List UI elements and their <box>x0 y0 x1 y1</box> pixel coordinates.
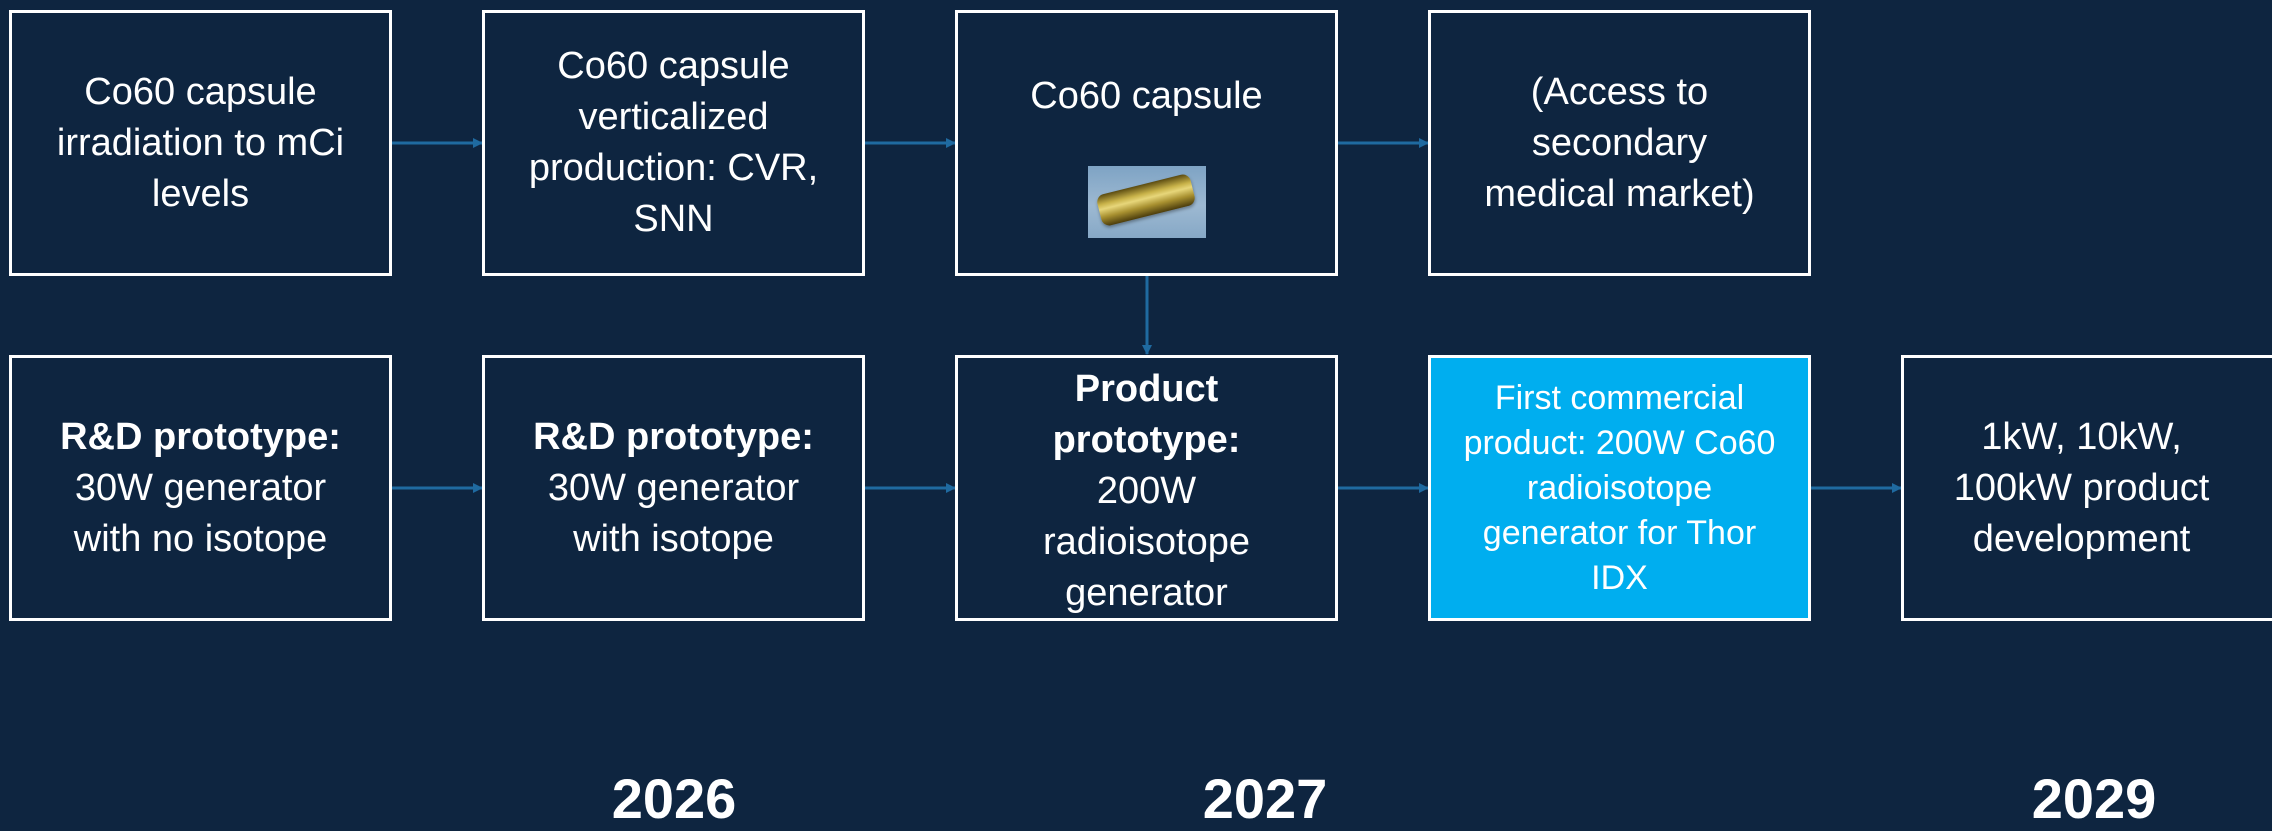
box-text-line: irradiation to mCi <box>56 121 345 164</box>
co60-capsule-box: Co60 capsule <box>955 10 1338 276</box>
box-text-line: First commercial <box>1494 378 1745 417</box>
box-text-line: 200W <box>1096 470 1197 512</box>
year-label: 2026 <box>611 767 737 830</box>
box-text-line: development <box>1972 517 2191 560</box>
box-bold-line: R&D prototype: <box>60 415 341 458</box>
box-title: Co60 capsule <box>1030 75 1263 117</box>
box-bold-line: R&D prototype: <box>533 415 814 458</box>
year-label: 2027 <box>1202 767 1328 830</box>
rd-prototype-no-isotope-box: R&D prototype: 30W generator with no iso… <box>9 355 392 621</box>
product-prototype-box: Product prototype: 200W radioisotope gen… <box>955 355 1338 621</box>
box-text-line: product: 200W Co60 <box>1463 423 1776 462</box>
box-text-line: with isotope <box>573 517 774 560</box>
box-text-line: (Access to <box>1530 70 1709 113</box>
box-text-line: Co60 capsule <box>557 45 790 87</box>
box-text-line: generator <box>1065 572 1228 614</box>
box-text-line: secondary <box>1531 121 1708 164</box>
first-commercial-product-box: First commercial product: 200W Co60 radi… <box>1428 355 1811 621</box>
rd-prototype-with-isotope-box: R&D prototype: 30W generator with isotop… <box>482 355 865 621</box>
box-text-line: radioisotope <box>1526 468 1713 507</box>
capsule-rod <box>1095 172 1196 228</box>
box-text-line: levels <box>151 172 250 215</box>
box-text-line: medical market) <box>1484 172 1755 215</box>
co60-capsule-photo <box>1087 166 1206 238</box>
box-text-line: generator for Thor <box>1482 513 1757 552</box>
box-text-line: 1kW, 10kW, <box>1981 415 2182 458</box>
box-text-line: IDX <box>1591 558 1648 597</box>
box-bold-line: Product <box>1074 368 1219 410</box>
kw-product-development-box: 1kW, 10kW, 100kW product development <box>1901 355 2272 621</box>
box-text-line: production: CVR, <box>528 147 819 189</box>
year-label: 2029 <box>2031 767 2157 830</box>
box-text-line: 30W generator <box>547 466 800 509</box>
box-text-line: 100kW product <box>1953 466 2210 509</box>
box-bold-line: prototype: <box>1052 419 1241 461</box>
box-text-line: 30W generator <box>74 466 327 509</box>
box-text-line: radioisotope <box>1042 521 1251 563</box>
box-text-line: verticalized <box>578 96 769 138</box>
box-text-line: SNN <box>633 198 714 240</box>
co60-verticalized-production-box: Co60 capsule verticalized production: CV… <box>482 10 865 276</box>
co60-irradiation-box: Co60 capsule irradiation to mCi levels <box>9 10 392 276</box>
box-text-line: with no isotope <box>73 517 328 560</box>
box-text-line: Co60 capsule <box>84 70 317 113</box>
secondary-medical-market-box: (Access to secondary medical market) <box>1428 10 1811 276</box>
